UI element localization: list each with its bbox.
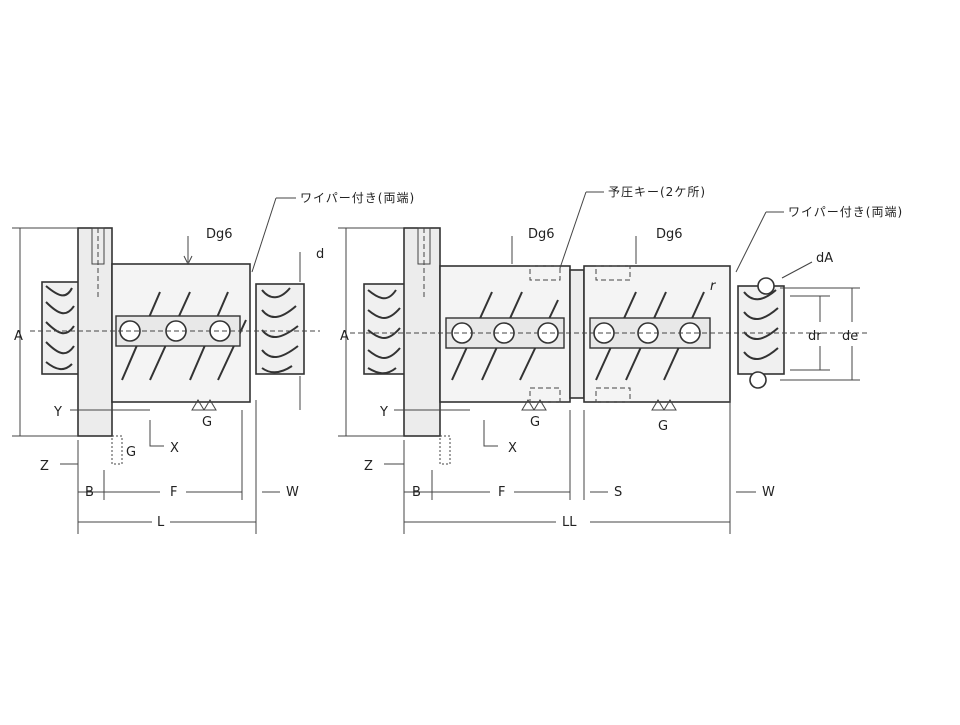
wiper-note-right: ワイパー付き(両端)	[788, 205, 903, 219]
screw-shaft-right-end	[255, 283, 305, 375]
single-nut-view: A Dg6 d ワイパー付き(両端) Y X G G Z	[12, 191, 415, 534]
screw-shaft-right-end-2	[737, 277, 785, 389]
nut-flange-2	[403, 227, 441, 437]
wiper-note-left: ワイパー付き(両端)	[300, 191, 415, 205]
dim-label-de: de	[842, 329, 858, 344]
dim-label-G-side: G	[126, 445, 136, 460]
dim-label-W-2: W	[762, 485, 775, 500]
dim-label-Y-2: Y	[379, 405, 388, 420]
dim-label-F: F	[170, 485, 177, 500]
preload-key-bottom	[529, 387, 561, 403]
dim-label-d: d	[316, 247, 324, 262]
dim-label-G-top: G	[202, 415, 212, 430]
dim-label-X-2: X	[508, 441, 517, 456]
dim-label-D-left: Dg6	[528, 227, 555, 242]
dim-label-S: S	[614, 485, 622, 500]
dim-label-B: B	[85, 485, 94, 500]
dim-label-X: X	[170, 441, 179, 456]
dim-label-Y: Y	[53, 405, 62, 420]
dim-label-A: A	[14, 329, 23, 344]
preload-key-note: 予圧キー(2ケ所)	[608, 185, 706, 199]
dim-label-D: Dg6	[206, 227, 233, 242]
preload-key-top	[529, 265, 561, 281]
dim-label-F-2: F	[498, 485, 505, 500]
dim-label-LL: LL	[562, 515, 577, 530]
nut-flange	[77, 227, 113, 437]
dim-label-L: L	[157, 515, 165, 530]
dim-label-G-left: G	[530, 415, 540, 430]
dim-label-D-right: Dg6	[656, 227, 683, 242]
screw-shaft-left-end-2	[363, 283, 407, 375]
screw-shaft-left-end	[41, 281, 83, 375]
dim-label-Z: Z	[40, 459, 49, 474]
dim-label-r: r	[710, 279, 717, 294]
dim-label-A-2: A	[340, 329, 349, 344]
double-nut-view: A Dg6 Dg6 予圧キー(2ケ所) ワイパー付き(両端) dA r dr d…	[338, 185, 903, 534]
preload-spacer	[569, 269, 585, 399]
dim-label-W: W	[286, 485, 299, 500]
dim-label-G-right: G	[658, 419, 668, 434]
dim-label-B-2: B	[412, 485, 421, 500]
dim-label-dr: dr	[808, 329, 822, 344]
dim-label-dA: dA	[816, 251, 833, 266]
dim-label-Z-2: Z	[364, 459, 373, 474]
